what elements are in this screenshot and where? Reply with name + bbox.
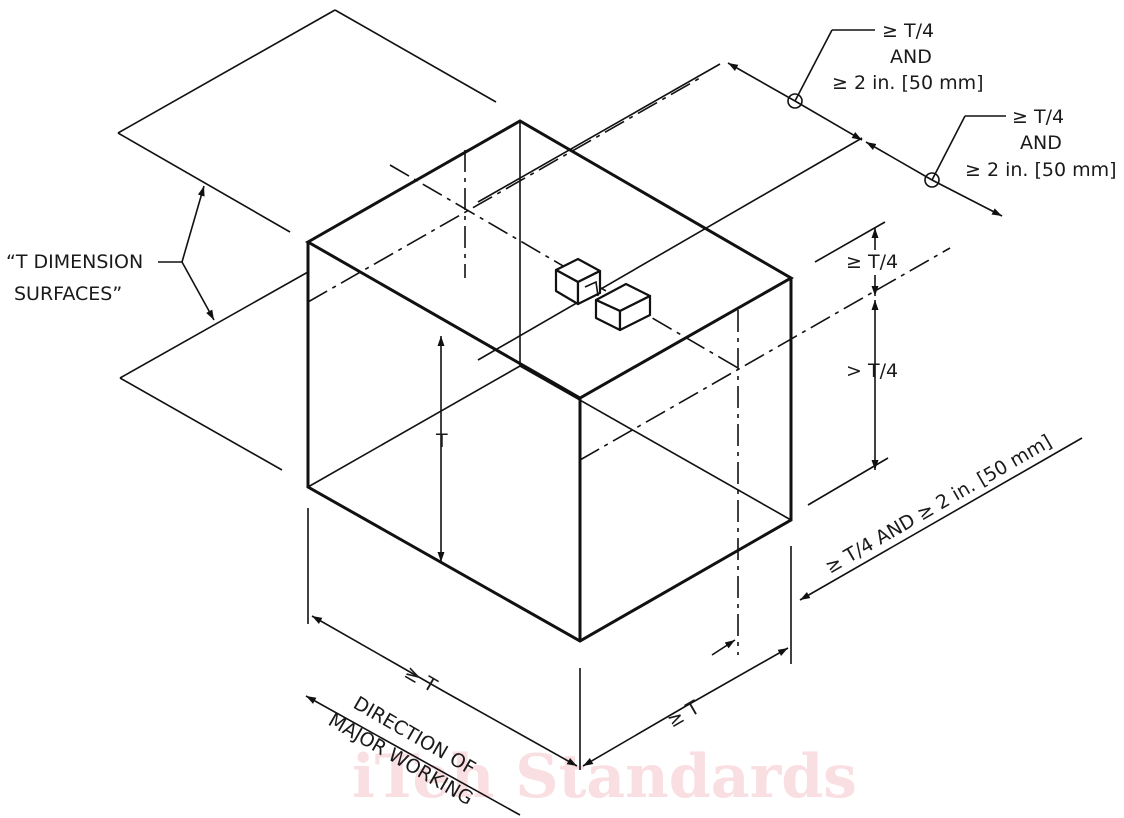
t-dimension-label-2: SURFACES” [14,283,122,305]
right-ge-t4-label: ≥ T/4 [846,251,898,273]
bottom-dimensions [305,508,792,816]
right-gt-t4-label: > T/4 [846,360,898,382]
callout-top-a-line3: ≥ 2 in. [50 mm] [832,72,984,94]
plane-extension-lines [477,63,863,361]
test-specimen [554,257,652,332]
callout-top-b-line1: ≥ T/4 [1012,106,1064,128]
t-dimension-label-1: “T DIMENSION [6,251,143,273]
callout-top-b-line3: ≥ 2 in. [50 mm] [965,159,1117,181]
callout-top-a-line1: ≥ T/4 [882,20,934,42]
callout-top-b-line2: AND [1020,132,1062,154]
right-bottom-label: ≥ T/4 AND ≥ 2 in. [50 mm] [822,431,1056,579]
right-vertical-dimensions [807,221,889,506]
top-dimension-chain [727,29,1006,217]
right-bottom-diagonal-dimension [799,437,1083,601]
bottom-right-ge-t-label: ≥ T [664,696,704,732]
t-surface-lower-plane [119,271,309,471]
t-dimension-callout [158,185,215,321]
t-surface-upper-plane [117,9,497,233]
height-t-label: T [435,430,448,452]
bottom-left-ge-t-label: ≥ T [401,661,441,697]
callout-top-a-line2: AND [890,46,932,68]
